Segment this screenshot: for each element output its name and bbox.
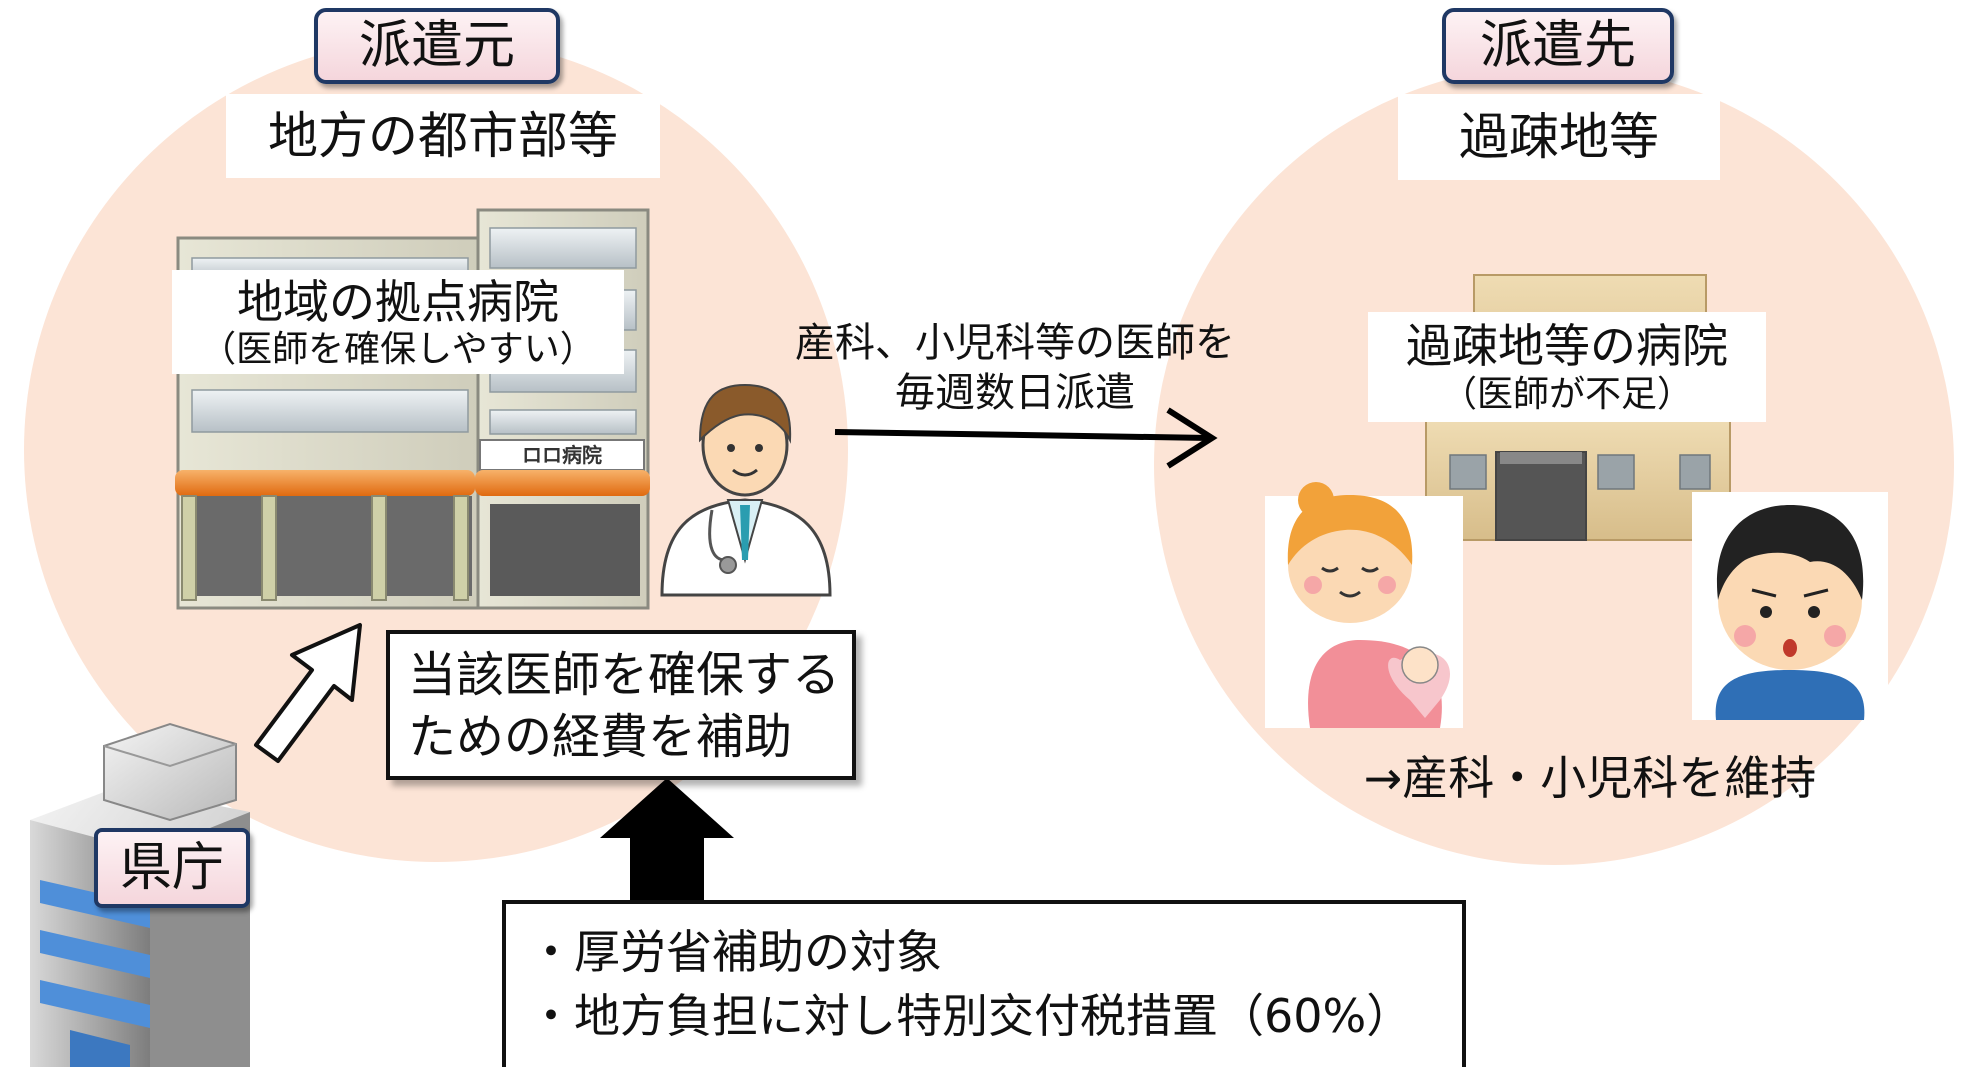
prefecture-label: 県庁 xyxy=(94,828,250,908)
dispatch-arrow-icon xyxy=(834,407,1218,469)
source-area-label: 地方の都市部等 xyxy=(226,94,660,178)
subsidy-line-2: ための経費を補助 xyxy=(408,709,793,765)
doctor-icon xyxy=(660,383,832,597)
destination-hospital-note: （医師が不足） xyxy=(1440,374,1693,415)
destination-hospital-label: 過疎地等の病院 （医師が不足） xyxy=(1368,312,1766,422)
source-hospital-label: 地域の拠点病院 （医師を確保しやすい） xyxy=(172,270,624,374)
child-icon xyxy=(1692,492,1888,720)
dispatch-line-2: 毎週数日派遣 xyxy=(895,370,1135,416)
subsidy-line-1: 当該医師を確保する xyxy=(408,647,841,703)
source-tag: 派遣元 xyxy=(314,8,560,84)
destination-result: →産科・小児科を維持 xyxy=(1363,751,1817,805)
destination-hospital-name: 過疎地等の病院 xyxy=(1406,319,1728,373)
national-line-1: ・厚労省補助の対象 xyxy=(528,925,942,979)
dispatch-line-1: 産科、小児科等の医師を xyxy=(795,320,1235,366)
pregnant-woman-icon xyxy=(1265,482,1463,728)
subsidy-box: 当該医師を確保する ための経費を補助 xyxy=(386,630,856,780)
hollow-arrow-icon xyxy=(254,623,362,763)
destination-tag: 派遣先 xyxy=(1442,8,1674,84)
national-line-2: ・地方負担に対し特別交付税措置（60%） xyxy=(528,989,1413,1043)
solid-arrow-icon xyxy=(600,778,734,900)
destination-area-label: 過疎地等 xyxy=(1398,94,1720,180)
national-support-box: ・厚労省補助の対象 ・地方負担に対し特別交付税措置（60%） xyxy=(502,900,1466,1067)
source-hospital-name: 地域の拠点病院 xyxy=(237,275,559,329)
hospital-sign: ロロ病院 xyxy=(522,443,602,467)
dispatch-label: 産科、小児科等の医師を 毎週数日派遣 xyxy=(780,318,1250,428)
source-hospital-note: （医師を確保しやすい） xyxy=(200,329,596,370)
